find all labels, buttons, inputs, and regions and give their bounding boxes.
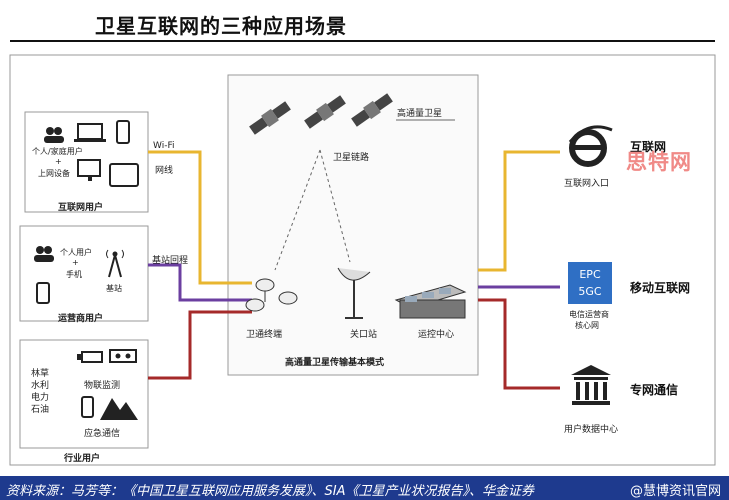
core-network-label: 核心网 bbox=[575, 321, 599, 330]
base-station-label: 基站 bbox=[106, 284, 122, 293]
sensor-icon bbox=[109, 349, 137, 363]
epc-label: EPC bbox=[579, 268, 601, 281]
industry-users-group-label: 行业用户 bbox=[64, 454, 101, 464]
bank-building-icon bbox=[571, 365, 611, 405]
mountain-icon bbox=[100, 398, 138, 420]
device-label: 上网设备 bbox=[38, 169, 70, 178]
internet-entry-label: 互联网入口 bbox=[564, 179, 610, 189]
people-icon bbox=[34, 246, 54, 262]
diagram-frame bbox=[9, 54, 716, 466]
internet-title: 互联网 bbox=[630, 140, 667, 154]
gateway-label: 关口站 bbox=[350, 330, 378, 340]
satellite-icon bbox=[249, 101, 291, 135]
personal-user-label: 个人用户 bbox=[60, 248, 92, 257]
phone-label: 手机 bbox=[66, 270, 82, 279]
internet-explorer-icon bbox=[568, 125, 613, 167]
page-title: 卫星互联网的三种应用场景 bbox=[95, 14, 347, 38]
footer-watermark: @慧博资讯官网 bbox=[630, 484, 722, 499]
dashed-link-gateway bbox=[319, 149, 351, 263]
wifi-label: Wi-Fi bbox=[153, 141, 175, 151]
plus-label: + bbox=[72, 258, 79, 267]
phone-icon bbox=[116, 120, 130, 144]
plus-label: + bbox=[55, 157, 62, 166]
network-cable-label: 网线 bbox=[155, 166, 174, 176]
satellites-label: 高通量卫星 bbox=[397, 109, 443, 119]
terminal-label: 卫通终端 bbox=[246, 330, 283, 340]
mobile-internet-title: 移动互联网 bbox=[630, 281, 691, 295]
internet-users-group-label: 互联网用户 bbox=[58, 203, 104, 213]
title-divider bbox=[10, 40, 715, 42]
backhaul-link-line bbox=[148, 263, 252, 302]
backhaul-label: 基站回程 bbox=[152, 256, 189, 266]
desktop-icon bbox=[77, 159, 101, 181]
phone-icon bbox=[36, 282, 50, 304]
control-center-icon bbox=[394, 284, 467, 319]
sector-label: 林草 bbox=[31, 369, 50, 379]
center-caption: 高通量卫星传输基本模式 bbox=[285, 358, 385, 368]
control-label: 运控中心 bbox=[418, 330, 455, 340]
satellite-icon bbox=[304, 95, 346, 129]
camera-icon bbox=[77, 351, 103, 363]
sector-label: 电力 bbox=[31, 393, 50, 403]
telecom-operator-label: 电信运营商 bbox=[569, 310, 609, 319]
user-data-center-label: 用户数据中心 bbox=[564, 425, 619, 435]
operator-users-box bbox=[19, 225, 149, 322]
5gc-label: 5GC bbox=[578, 285, 602, 298]
gateway-dish-icon bbox=[337, 267, 371, 319]
wifi-link-line bbox=[148, 150, 252, 285]
epc-5gc-badge: EPC 5GC bbox=[568, 262, 612, 304]
phone-icon bbox=[81, 396, 94, 418]
link-label: 卫星链路 bbox=[333, 153, 370, 163]
satellite-icon bbox=[351, 93, 393, 127]
industry-link-line bbox=[148, 310, 252, 380]
sector-label: 水利 bbox=[31, 381, 50, 391]
internet-link-line bbox=[478, 150, 560, 272]
private-network-title: 专网通信 bbox=[630, 383, 679, 397]
private-link-line bbox=[478, 298, 560, 390]
watermark-text: 思特网 bbox=[626, 150, 692, 174]
footer-bar: 资料来源：马芳等：《中国卫星互联网应用服务发展》、SIA《卫星产业状况报告》、华… bbox=[0, 476, 729, 500]
terminal-dish-icon bbox=[245, 278, 298, 312]
source-citation: 资料来源：马芳等：《中国卫星互联网应用服务发展》、SIA《卫星产业状况报告》、华… bbox=[6, 484, 534, 499]
emergency-label: 应急通信 bbox=[84, 429, 121, 439]
laptop-icon bbox=[74, 123, 106, 142]
base-station-icon bbox=[106, 249, 124, 278]
operator-users-group-label: 运营商用户 bbox=[58, 314, 104, 324]
people-icon bbox=[44, 127, 64, 143]
iot-label: 物联监测 bbox=[84, 381, 121, 391]
personal-home-label: 个人/家庭用户 bbox=[32, 147, 83, 156]
sector-label: 石油 bbox=[31, 405, 50, 415]
tablet-icon bbox=[109, 163, 139, 187]
